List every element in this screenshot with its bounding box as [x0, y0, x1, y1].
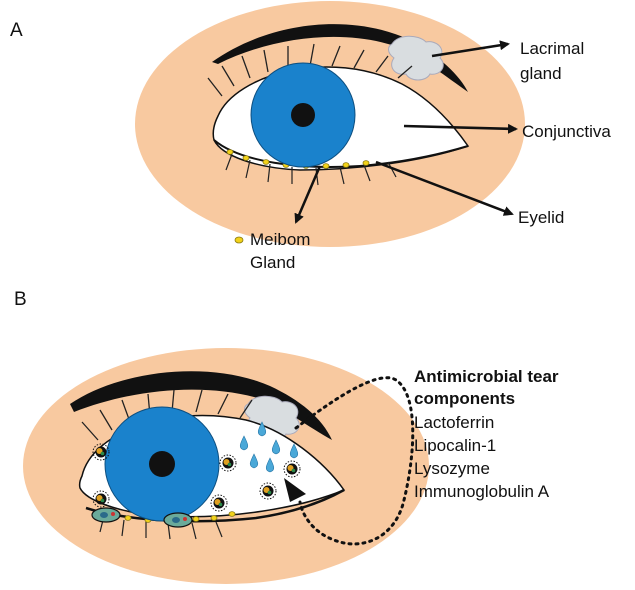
panel-a-label: A	[10, 20, 23, 41]
panel-b-bacteria	[92, 443, 301, 512]
tear-flow-dotted-loop	[294, 376, 415, 546]
label-meibom-line2: Gland	[250, 253, 295, 272]
panel-a-lower-lashes	[225, 153, 397, 186]
panel-a-pupil	[291, 103, 315, 127]
panel-b-label: B	[14, 289, 27, 310]
arrow-lacrimal	[431, 40, 510, 58]
antimicrobial-heading-line1: Antimicrobial tear	[414, 367, 559, 386]
panel-b-meibom-dots	[124, 511, 236, 523]
panel-a-upper-lashes	[207, 43, 413, 97]
panel-b: B	[14, 289, 559, 584]
label-conjunctiva: Conjunctiva	[522, 122, 611, 141]
component-immunoglobulin: Immunoglobulin A	[414, 482, 550, 501]
antimicrobial-heading-line2: components	[414, 389, 515, 408]
component-lactoferrin: Lactoferrin	[414, 413, 494, 432]
component-lysozyme: Lysozyme	[414, 459, 490, 478]
arrow-meibom	[294, 165, 322, 224]
meibom-legend-dot	[234, 236, 244, 244]
component-lipocalin: Lipocalin-1	[414, 436, 496, 455]
panel-a-lacrimal-gland	[388, 35, 444, 81]
label-meibom-line1: Meibom	[250, 230, 310, 249]
arrow-eyelid	[375, 160, 514, 216]
panel-a-lower-lid	[213, 139, 469, 168]
label-lacrimal-line1: Lacrimal	[520, 39, 584, 58]
panel-b-tear-drops	[239, 421, 299, 473]
tear-flow-arrow	[284, 478, 306, 502]
panel-b-eyebrow	[70, 371, 332, 440]
panel-a: A	[10, 1, 611, 272]
label-lacrimal-line2: gland	[520, 64, 562, 83]
panel-b-epithelial-cells	[91, 507, 193, 528]
panel-b-pupil	[149, 451, 175, 477]
arrow-conjunctiva	[403, 123, 518, 134]
label-eyelid: Eyelid	[518, 208, 564, 227]
